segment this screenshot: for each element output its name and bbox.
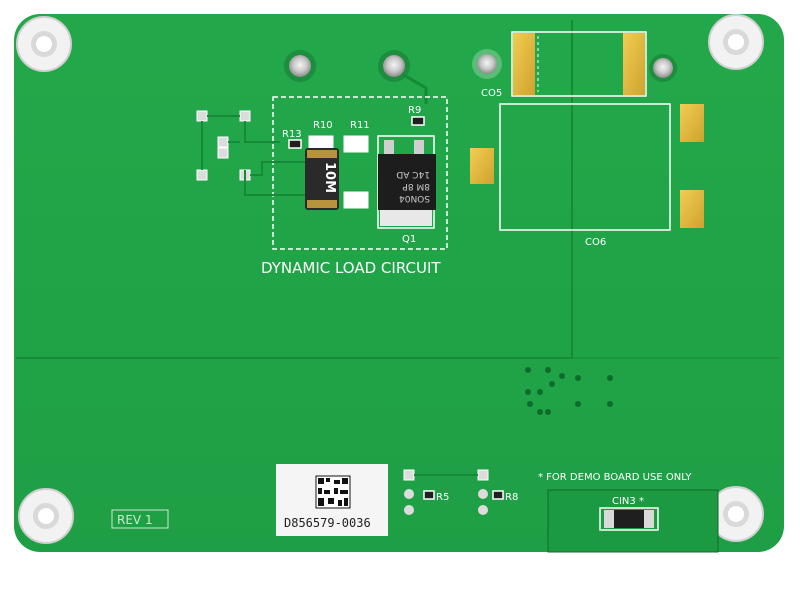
trace xyxy=(401,72,428,104)
demo-note: * FOR DEMO BOARD USE ONLY xyxy=(538,472,692,483)
serial-number: D856579-0036 xyxy=(284,516,371,530)
connector-traces xyxy=(201,115,320,196)
co6-capacitor xyxy=(470,103,704,231)
r13-resistor xyxy=(288,139,302,149)
mosfet-marking-2: 8M 8P xyxy=(402,181,430,191)
co5-label: CO5 xyxy=(481,88,502,99)
standoff-top-left xyxy=(16,16,72,72)
terminal-screw-1 xyxy=(284,50,316,82)
cin3-capacitor xyxy=(599,507,659,531)
r13-label: R13 xyxy=(282,129,302,140)
pcb-board xyxy=(14,14,784,552)
r11-pad xyxy=(343,135,369,153)
standoff-top-right xyxy=(708,14,764,70)
revision-label: REV 1 xyxy=(117,513,153,527)
dynamic-load-outline xyxy=(272,96,448,250)
mosfet-marking-3: 14C AD xyxy=(396,169,430,179)
circuit-label: DYNAMIC LOAD CIRCUIT xyxy=(261,259,441,277)
r10-label: R10 xyxy=(313,120,333,131)
standoff-bottom-left xyxy=(18,488,74,544)
r5-label: R5 xyxy=(436,492,449,503)
cin3-label: CIN3 * xyxy=(612,496,644,507)
power-resistor: 10M xyxy=(305,148,339,210)
rev-box xyxy=(111,509,169,529)
q1-label: Q1 xyxy=(402,234,416,245)
co6-label: CO6 xyxy=(585,237,606,248)
copper-plane-lines xyxy=(16,20,780,359)
r9-label: R9 xyxy=(408,105,421,116)
r11-label: R11 xyxy=(350,120,370,131)
r9-resistor xyxy=(411,116,425,126)
r11-pad-2 xyxy=(343,191,369,209)
mosfet-marking-1: SON04 xyxy=(399,193,430,203)
q1-mosfet: SON04 8M 8P 14C AD xyxy=(377,135,436,229)
standoff-bottom-right xyxy=(708,486,764,542)
serial-label: D856579-0036 xyxy=(276,464,388,536)
terminal-screw-3 xyxy=(472,49,502,79)
r8-label: R8 xyxy=(505,492,518,503)
vias xyxy=(525,367,613,415)
co5-capacitor xyxy=(511,31,647,97)
terminal-screw-4 xyxy=(649,54,677,82)
resistor-marking: 10M xyxy=(322,162,337,193)
r5-r8-pads xyxy=(403,469,504,515)
